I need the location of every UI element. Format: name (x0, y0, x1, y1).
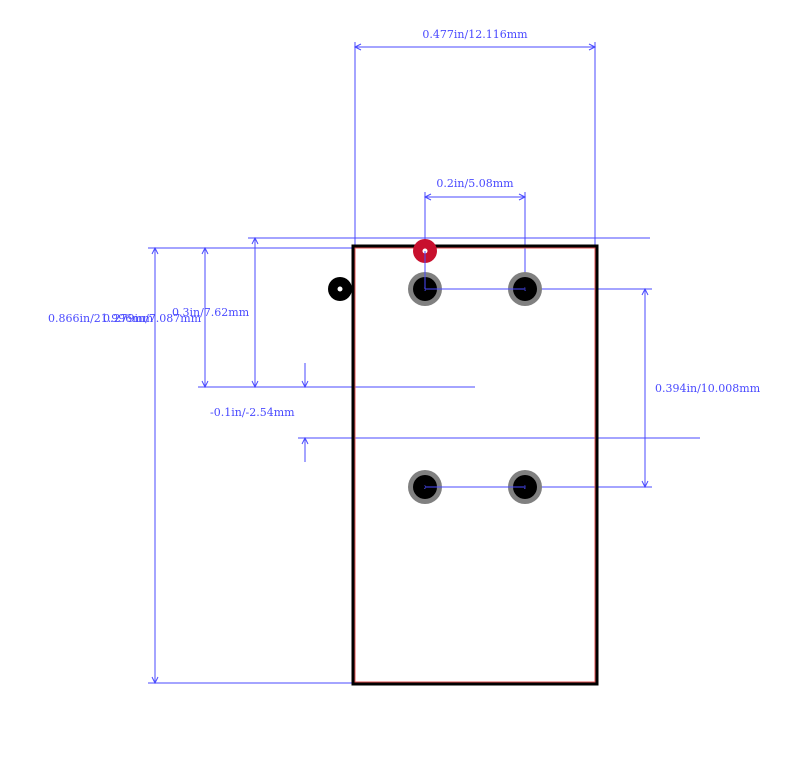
component-outline (351, 244, 599, 686)
row-pitch-label: 0.394in/10.008mm (655, 382, 761, 395)
pin-label: 2 (524, 485, 527, 490)
height-label: 0.866in/21.996mm (48, 312, 154, 325)
height-03-label: 0.3in/7.62mm (172, 306, 250, 319)
pin1-marker-icon (328, 277, 352, 301)
height-03-dimension: 0.3in/7.62mm (172, 236, 475, 389)
offset-label: -0.1in/-2.54mm (210, 406, 295, 419)
courtyard-outline (354, 247, 596, 683)
pin-pitch-label: 0.2in/5.08mm (436, 177, 514, 190)
pin-pitch-dimension: 0.2in/5.08mm (423, 177, 527, 289)
height-dimension: 0.866in/21.996mm 0.279in/7.087mm (48, 246, 355, 685)
pin-offset-label: 0.279in/7.087mm (103, 312, 202, 325)
row-pitch-dimension: 0.394in/10.008mm (525, 287, 761, 489)
width-dimension: 0.477in/12.116mm (353, 28, 597, 245)
offset-dimension: -0.1in/-2.54mm (210, 363, 700, 462)
pin-label: 1 (524, 287, 527, 292)
width-label: 0.477in/12.116mm (422, 28, 528, 41)
